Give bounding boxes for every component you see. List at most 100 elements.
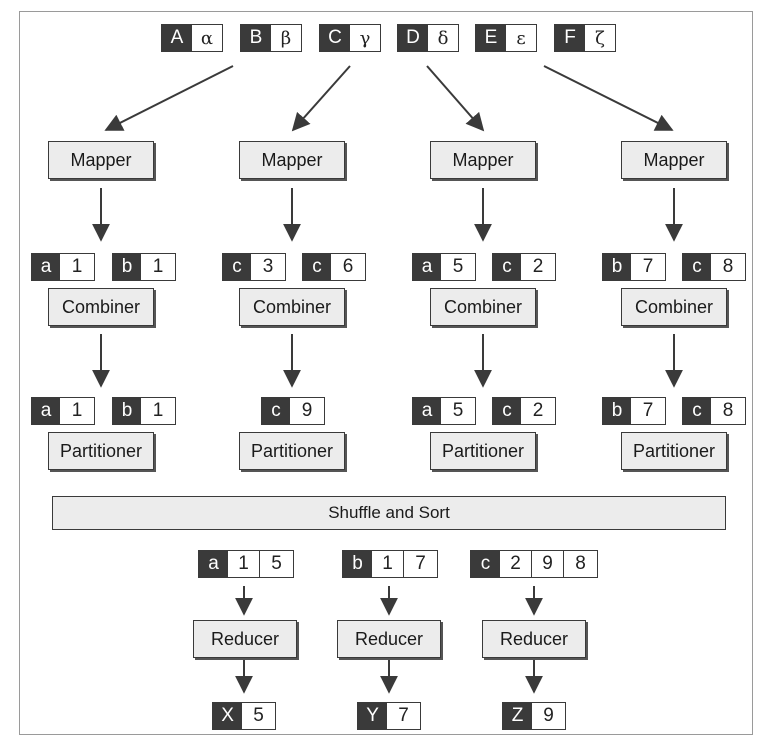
pair-value: γ xyxy=(359,27,371,49)
pair-value: 6 xyxy=(342,256,354,277)
pair-key: D xyxy=(398,25,428,51)
pair-key: c xyxy=(223,254,252,280)
combiner-output-pair: a 1 xyxy=(31,397,95,425)
combiner-output-pair: b 7 xyxy=(602,397,666,425)
input-pair: B β xyxy=(240,24,302,52)
combiner-box: Combiner xyxy=(48,288,154,326)
reducer-input-group: a 1 5 xyxy=(198,550,294,578)
mapper-output-pair: c 6 xyxy=(302,253,366,281)
pair-key: b xyxy=(113,398,142,424)
partitioner-box: Partitioner xyxy=(48,432,154,470)
partitioner-box: Partitioner xyxy=(430,432,536,470)
pair-value: 9 xyxy=(531,551,563,577)
pair-value: 1 xyxy=(152,400,164,421)
mapper-output-pair: c 3 xyxy=(222,253,286,281)
mapper-output-pair: a 1 xyxy=(31,253,95,281)
pair-key: C xyxy=(320,25,350,51)
combiner-output-pair: c 8 xyxy=(682,397,746,425)
pair-value: ε xyxy=(516,27,526,49)
pair-key: b xyxy=(113,254,142,280)
pair-value: 5 xyxy=(452,400,464,421)
mapper-output-pair: c 2 xyxy=(492,253,556,281)
mapper-output-pair: a 5 xyxy=(412,253,476,281)
reducer-box: Reducer xyxy=(482,620,586,658)
mapper-box: Mapper xyxy=(430,141,536,179)
mapper-output-pair: b 7 xyxy=(602,253,666,281)
pair-value: 7 xyxy=(398,705,409,726)
pair-value: 7 xyxy=(642,400,654,421)
pair-key: c xyxy=(303,254,332,280)
combiner-box: Combiner xyxy=(621,288,727,326)
pair-value: 1 xyxy=(152,256,164,277)
reducer-input-group: c 2 9 8 xyxy=(470,550,598,578)
input-pair: D δ xyxy=(397,24,459,52)
reducer-input-group: b 1 7 xyxy=(342,550,438,578)
combiner-box: Combiner xyxy=(239,288,345,326)
pair-value: ζ xyxy=(595,27,605,49)
pair-key: c xyxy=(262,398,291,424)
mapper-box: Mapper xyxy=(239,141,345,179)
combiner-output-pair: c 9 xyxy=(261,397,325,425)
mapper-output-pair: c 8 xyxy=(682,253,746,281)
reducer-box: Reducer xyxy=(337,620,441,658)
combiner-box: Combiner xyxy=(430,288,536,326)
pair-value: 2 xyxy=(510,553,521,574)
pair-value: 2 xyxy=(532,400,544,421)
arrow-input-to-mapper-4 xyxy=(543,65,674,131)
pair-value: 1 xyxy=(382,553,393,574)
pair-key: a xyxy=(32,254,61,280)
pair-key: c xyxy=(493,254,522,280)
pair-value: δ xyxy=(437,27,449,49)
pair-key: a xyxy=(413,398,442,424)
pair-key: F xyxy=(555,25,585,51)
pair-value: 2 xyxy=(532,256,544,277)
shuffle-and-sort-bar: Shuffle and Sort xyxy=(52,496,726,530)
pair-key: Y xyxy=(358,703,388,729)
pair-key: a xyxy=(199,551,229,577)
arrow-input-to-mapper-1 xyxy=(104,65,234,131)
pair-key: B xyxy=(241,25,271,51)
pair-value: 9 xyxy=(543,705,554,726)
pair-key: X xyxy=(213,703,243,729)
mapper-output-pair: b 1 xyxy=(112,253,176,281)
pair-key: c xyxy=(683,398,712,424)
pair-key: b xyxy=(603,254,632,280)
pair-value: 7 xyxy=(642,256,654,277)
mapper-box: Mapper xyxy=(48,141,154,179)
pair-key: A xyxy=(162,25,192,51)
final-output-pair: Z 9 xyxy=(502,702,566,730)
pair-key: E xyxy=(476,25,506,51)
pair-value: 1 xyxy=(71,400,83,421)
pair-key: c xyxy=(471,551,501,577)
pair-key: b xyxy=(603,398,632,424)
input-pair: E ε xyxy=(475,24,537,52)
input-pair: A α xyxy=(161,24,223,52)
pair-value: 3 xyxy=(262,256,274,277)
pair-key: a xyxy=(32,398,61,424)
pair-value: 1 xyxy=(71,256,83,277)
arrow-input-to-mapper-2 xyxy=(291,65,351,132)
pair-value: 9 xyxy=(301,400,313,421)
pair-key: c xyxy=(493,398,522,424)
combiner-output-pair: a 5 xyxy=(412,397,476,425)
pair-key: b xyxy=(343,551,373,577)
pair-value: 8 xyxy=(563,551,597,577)
pair-value: 5 xyxy=(259,551,293,577)
final-output-pair: Y 7 xyxy=(357,702,421,730)
pair-value: 5 xyxy=(452,256,464,277)
pair-value: α xyxy=(200,27,214,49)
pair-key: Z xyxy=(503,703,533,729)
arrow-input-to-mapper-3 xyxy=(426,65,485,132)
partitioner-box: Partitioner xyxy=(239,432,345,470)
mapper-box: Mapper xyxy=(621,141,727,179)
partitioner-box: Partitioner xyxy=(621,432,727,470)
input-pair: C γ xyxy=(319,24,381,52)
pair-value: 8 xyxy=(722,256,734,277)
combiner-output-pair: c 2 xyxy=(492,397,556,425)
pair-key: c xyxy=(683,254,712,280)
pair-value: 5 xyxy=(253,705,264,726)
pair-value: β xyxy=(280,27,292,49)
final-output-pair: X 5 xyxy=(212,702,276,730)
input-pair: F ζ xyxy=(554,24,616,52)
